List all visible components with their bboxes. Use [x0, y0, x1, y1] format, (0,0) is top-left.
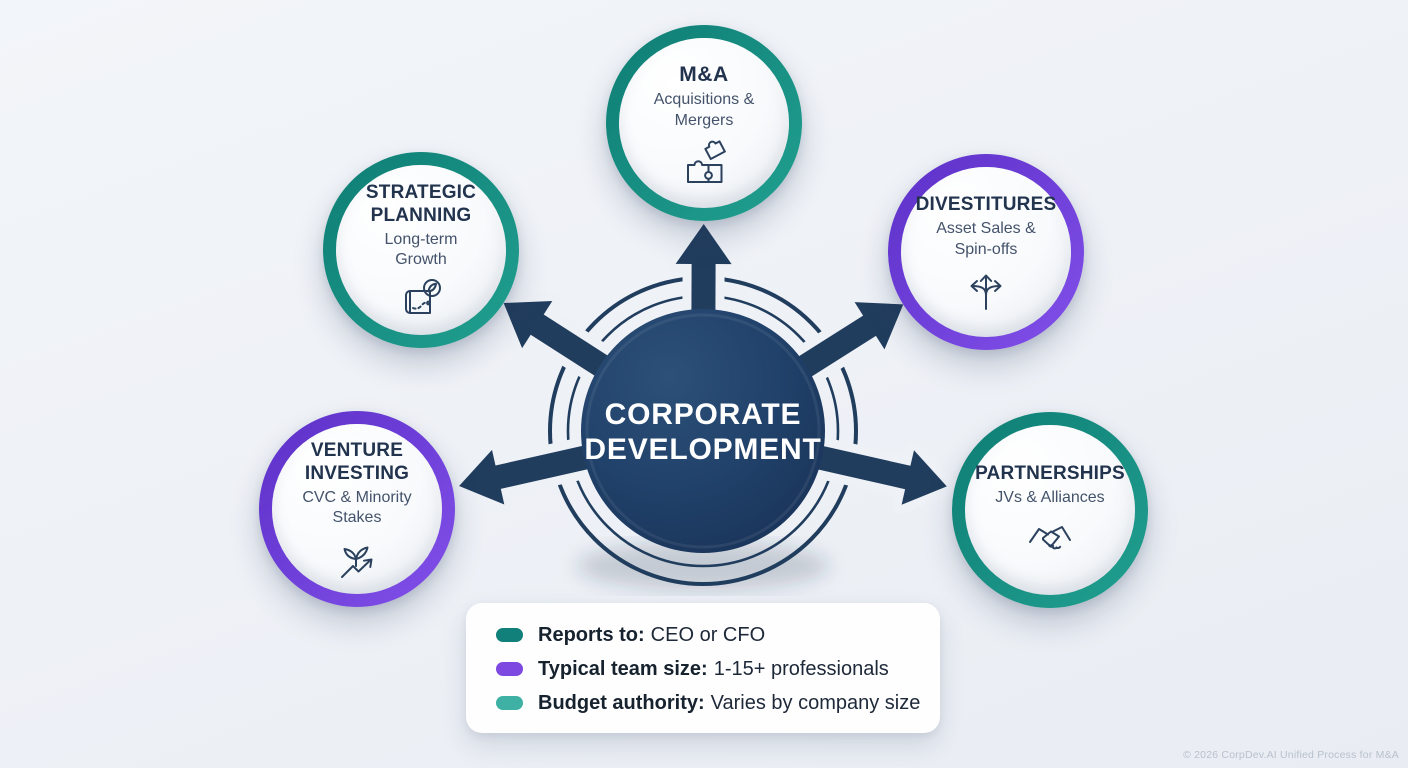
legend-value: 1-15+ professionals [713, 657, 889, 680]
node-title: STRATEGIC PLANNING [365, 181, 477, 226]
node-strategic-planning: STRATEGIC PLANNING Long-term Growth [323, 152, 519, 348]
legend-value: CEO or CFO [650, 623, 766, 646]
legend-card: Reports to:CEO or CFO Typical team size:… [466, 603, 940, 733]
node-title: M&A [679, 62, 729, 86]
legend-label: Budget authority: [538, 691, 705, 714]
node-divestitures: DIVESTITURES Asset Sales & Spin-offs [888, 154, 1084, 350]
node-subtitle: JVs & Alliances [995, 489, 1105, 507]
legend-bullet [496, 628, 523, 642]
legend-bullet [496, 662, 523, 676]
node-ma: M&A Acquisitions & Mergers [606, 25, 802, 221]
legend-row-reports-to: Reports to:CEO or CFO [496, 618, 940, 652]
node-venture-investing: VENTURE INVESTING CVC & Minority Stakes [259, 411, 455, 607]
legend-bullet [496, 696, 523, 710]
map-route-compass-icon [405, 279, 441, 315]
node-title: VENTURE INVESTING [304, 439, 410, 484]
legend-value: Varies by company size [710, 691, 921, 714]
node-subtitle: Asset Sales & Spin-offs [936, 220, 1036, 258]
hub-title-line1: CORPORATE [604, 398, 802, 431]
sprout-growth-arrow-icon [341, 546, 373, 579]
hub-title: CORPORATE DEVELOPMENT [543, 398, 863, 468]
branching-arrows-icon [970, 274, 1002, 310]
node-subtitle: CVC & Minority Stakes [302, 488, 412, 527]
legend-label: Typical team size: [538, 657, 708, 680]
hub-title-line2: DEVELOPMENT [584, 432, 822, 466]
puzzle-pieces-icon [687, 140, 726, 184]
node-subtitle: Acquisitions & Mergers [653, 91, 755, 129]
legend-label: Reports to: [538, 623, 645, 646]
copyright-text: © 2026 CorpDev.AI Unified Process for M&… [1183, 749, 1399, 761]
node-subtitle: Long-term Growth [384, 230, 458, 269]
node-title: PARTNERSHIPS [975, 463, 1125, 485]
handshake-icon [1029, 525, 1071, 550]
legend-row-budget-authority: Budget authority:Varies by company size [496, 686, 940, 720]
node-title: DIVESTITURES [915, 194, 1057, 216]
legend-row-team-size: Typical team size:1-15+ professionals [496, 652, 940, 686]
node-partnerships: PARTNERSHIPS JVs & Alliances [952, 412, 1148, 608]
